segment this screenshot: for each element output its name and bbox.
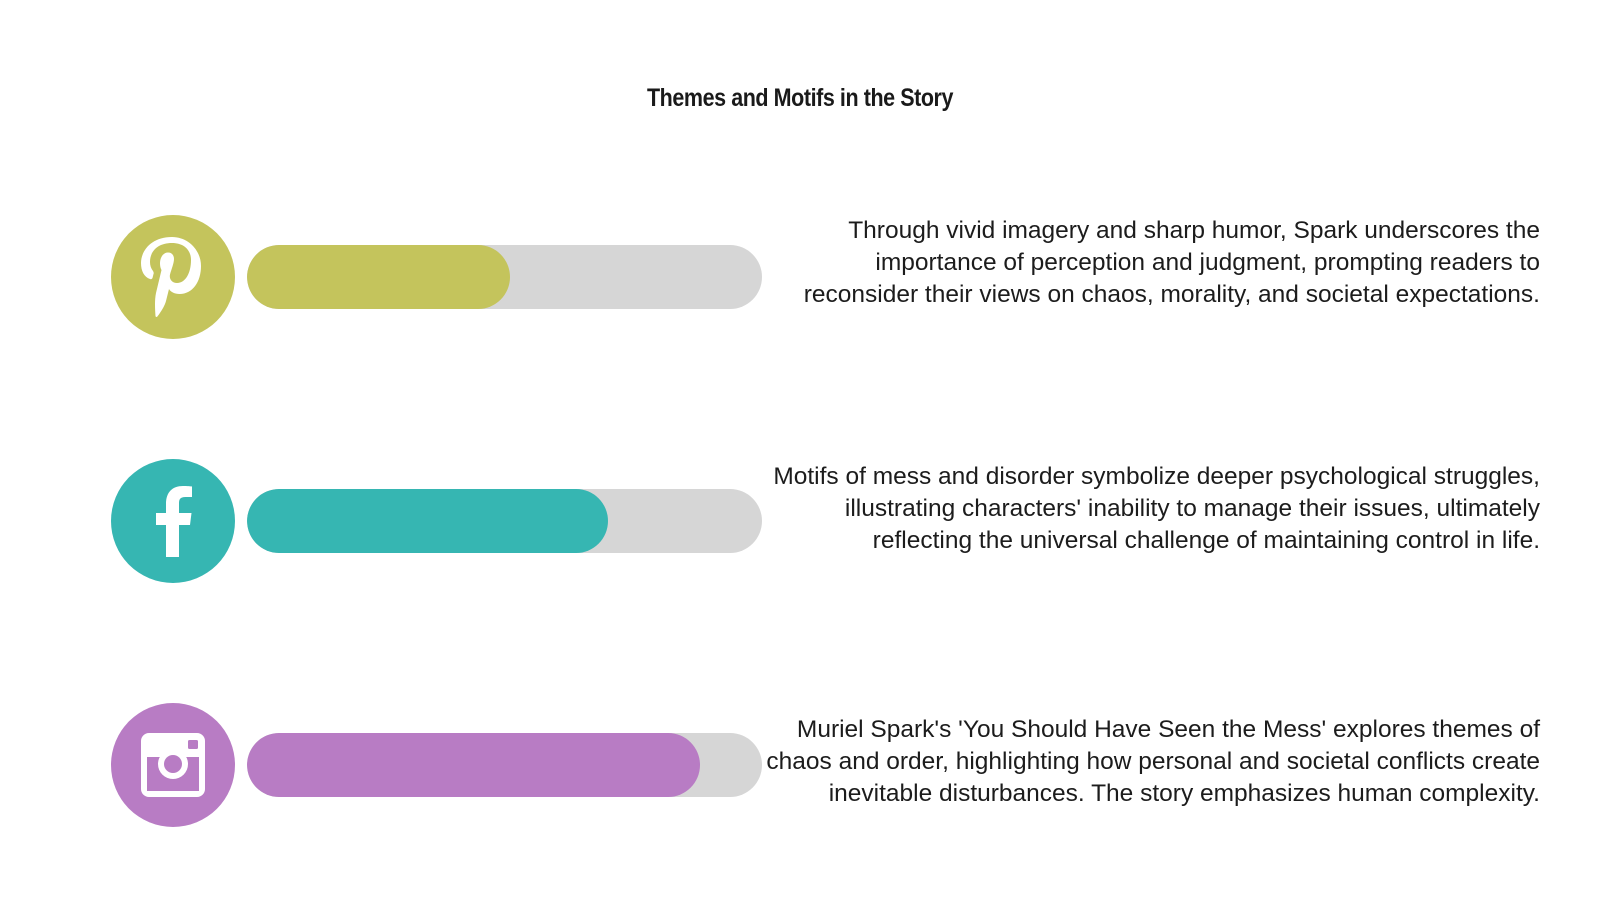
slide-title: Themes and Motifs in the Story [646,84,954,112]
pinterest-icon [111,215,235,339]
progress-track-1 [247,245,762,309]
instagram-icon [111,703,235,827]
theme-description-2: Motifs of mess and disorder symbolize de… [773,463,1540,554]
progress-fill-3 [247,733,701,797]
theme-row-2: Motifs of mess and disorder symbolize de… [0,459,1600,583]
progress-track-3 [247,733,762,797]
progress-fill-1 [247,245,510,309]
theme-row-3: Muriel Spark's 'You Should Have Seen the… [0,703,1600,827]
progress-track-2 [247,489,762,553]
facebook-icon [111,459,235,583]
theme-description-1: Through vivid imagery and sharp humor, S… [803,217,1540,308]
theme-description-3: Muriel Spark's 'You Should Have Seen the… [766,716,1540,807]
progress-fill-2 [247,489,608,553]
theme-row-1: Through vivid imagery and sharp humor, S… [0,215,1600,339]
